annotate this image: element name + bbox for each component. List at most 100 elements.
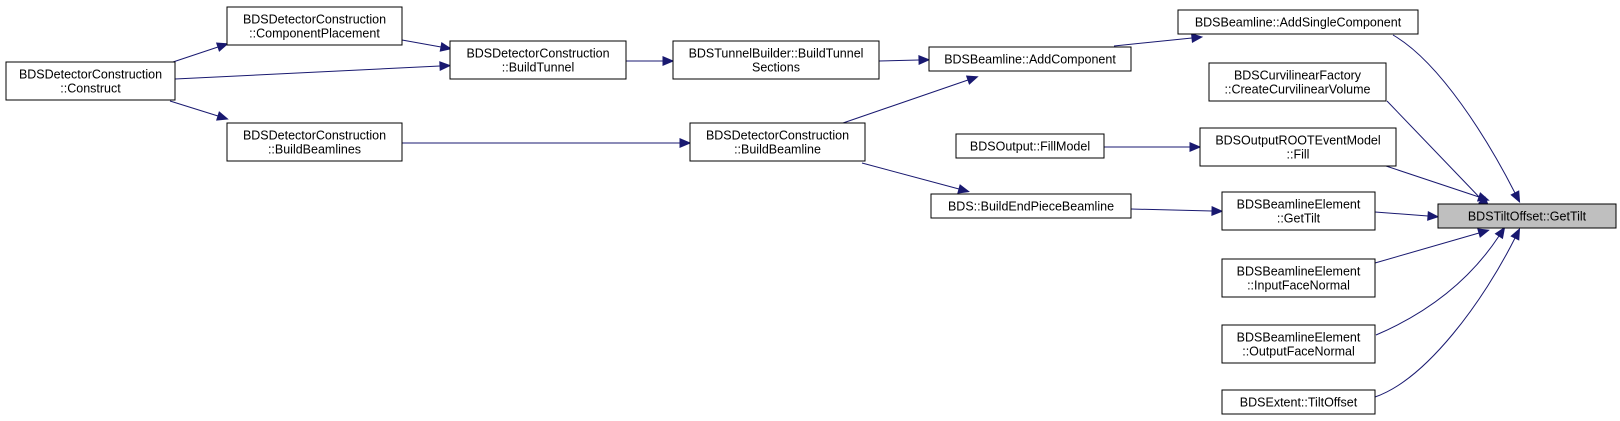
edge-inputface-to-target bbox=[1374, 228, 1490, 264]
node-box bbox=[5, 61, 176, 101]
arrowhead-icon bbox=[662, 56, 675, 66]
edge-construct-to-buildbeamlines bbox=[169, 100, 229, 121]
edge-line bbox=[878, 59, 920, 62]
arrowhead-icon bbox=[215, 42, 229, 52]
arrowhead-icon bbox=[1510, 190, 1521, 204]
node-addcomponent[interactable]: BDSBeamline::AddComponent bbox=[928, 46, 1132, 72]
edge-buildbeamline-to-addcomponent bbox=[842, 75, 979, 124]
node-label: BDS::BuildEndPieceBeamline bbox=[948, 200, 1114, 214]
node-curvilinear[interactable]: BDSCurvilinearFactory::CreateCurvilinear… bbox=[1208, 62, 1387, 102]
node-label: BDSOutputROOTEventModel bbox=[1215, 134, 1380, 148]
edge-buildbeamlines-to-buildbeamline bbox=[402, 138, 692, 148]
edge-buildbeamline-to-endpiece bbox=[861, 162, 970, 194]
arrowhead-icon bbox=[1477, 228, 1490, 238]
edge-construct-to-buildtunnel bbox=[174, 61, 452, 80]
node-box bbox=[928, 46, 1132, 72]
node-box bbox=[672, 40, 880, 80]
edge-line bbox=[1385, 165, 1480, 198]
node-label: BDSTiltOffset::GetTilt bbox=[1468, 210, 1587, 224]
node-addsingle[interactable]: BDSBeamline::AddSingleComponent bbox=[1177, 9, 1419, 35]
node-placement[interactable]: BDSDetectorConstruction::ComponentPlacem… bbox=[226, 6, 403, 46]
arrowhead-icon bbox=[1189, 142, 1202, 152]
edge-line bbox=[401, 39, 442, 48]
edge-eltilt-to-target bbox=[1374, 211, 1440, 221]
arrowhead-icon bbox=[1494, 226, 1506, 240]
node-rootfill[interactable]: BDSOutputROOTEventModel::Fill bbox=[1199, 127, 1397, 167]
edge-rootfill-to-target bbox=[1385, 165, 1490, 202]
arrowhead-icon bbox=[1190, 33, 1204, 43]
node-box bbox=[1177, 9, 1419, 35]
node-label: Sections bbox=[752, 61, 800, 75]
node-box bbox=[226, 6, 403, 46]
edge-tunnelsections-to-addcomponent bbox=[878, 55, 931, 65]
node-label: BDSBeamline::AddSingleComponent bbox=[1195, 16, 1402, 30]
node-box bbox=[226, 122, 403, 162]
edge-endpiece-to-eltilt bbox=[1130, 206, 1224, 216]
edge-addcomponent-to-addsingle bbox=[1113, 33, 1204, 47]
edge-fillmodel-to-rootfill bbox=[1104, 142, 1202, 152]
arrowhead-icon bbox=[216, 111, 229, 121]
node-label: ::GetTilt bbox=[1277, 212, 1321, 226]
node-label: ::OutputFaceNormal bbox=[1242, 345, 1355, 359]
node-label: ::Construct bbox=[60, 82, 121, 96]
edge-outputface-to-target bbox=[1375, 226, 1506, 336]
node-box bbox=[1208, 62, 1387, 102]
node-buildbeamlines[interactable]: BDSDetectorConstruction::BuildBeamlines bbox=[226, 122, 403, 162]
arrowhead-icon bbox=[1427, 211, 1440, 221]
node-label: ::BuildBeamline bbox=[734, 143, 821, 157]
edge-placement-to-buildtunnel bbox=[401, 39, 453, 52]
arrowhead-icon bbox=[1510, 227, 1521, 241]
node-eltilt[interactable]: BDSBeamlineElement::GetTilt bbox=[1221, 191, 1376, 231]
node-label: BDSBeamlineElement bbox=[1237, 265, 1361, 279]
edge-line bbox=[1375, 235, 1500, 336]
node-box bbox=[930, 193, 1132, 219]
node-label: BDSBeamlineElement bbox=[1237, 331, 1361, 345]
node-box bbox=[1221, 191, 1376, 231]
node-label: ::InputFaceNormal bbox=[1247, 279, 1350, 293]
node-box bbox=[449, 40, 627, 80]
node-endpiece[interactable]: BDS::BuildEndPieceBeamline bbox=[930, 193, 1132, 219]
edge-line bbox=[842, 79, 969, 124]
node-box bbox=[1221, 324, 1376, 364]
edge-line bbox=[1392, 34, 1516, 194]
arrowhead-icon bbox=[679, 138, 692, 148]
node-label: BDSDetectorConstruction bbox=[706, 129, 849, 143]
edge-curvilinear-to-target bbox=[1386, 100, 1490, 209]
node-label: ::CreateCurvilinearVolume bbox=[1225, 83, 1371, 97]
edge-line bbox=[1374, 211, 1429, 217]
node-label: ::BuildBeamlines bbox=[268, 143, 361, 157]
node-box bbox=[955, 133, 1105, 159]
node-label: BDSDetectorConstruction bbox=[466, 47, 609, 61]
edge-construct-to-placement bbox=[169, 42, 229, 64]
edge-line bbox=[1130, 208, 1213, 212]
arrowhead-icon bbox=[1211, 206, 1224, 216]
node-buildbeamline[interactable]: BDSDetectorConstruction::BuildBeamline bbox=[689, 122, 866, 162]
node-buildtunnel[interactable]: BDSDetectorConstruction::BuildTunnel bbox=[449, 40, 627, 80]
node-label: BDSDetectorConstruction bbox=[19, 68, 162, 82]
arrowhead-icon bbox=[965, 75, 979, 85]
edge-line bbox=[174, 65, 441, 80]
edge-line bbox=[1386, 100, 1483, 201]
node-label: BDSDetectorConstruction bbox=[243, 13, 386, 27]
node-label: BDSOutput::FillModel bbox=[970, 140, 1090, 154]
edge-line bbox=[169, 100, 219, 117]
node-label: ::ComponentPlacement bbox=[249, 27, 380, 41]
node-box bbox=[1221, 389, 1376, 415]
node-extent[interactable]: BDSExtent::TiltOffset bbox=[1221, 389, 1376, 415]
arrowhead-icon bbox=[439, 61, 452, 71]
node-label: BDSBeamlineElement bbox=[1237, 198, 1361, 212]
node-label: BDSCurvilinearFactory bbox=[1234, 69, 1362, 83]
edge-addsingle-to-target bbox=[1392, 34, 1521, 204]
arrowhead-icon bbox=[1476, 192, 1490, 202]
node-fillmodel[interactable]: BDSOutput::FillModel bbox=[955, 133, 1105, 159]
node-label: BDSBeamline::AddComponent bbox=[944, 53, 1116, 67]
node-outputface[interactable]: BDSBeamlineElement::OutputFaceNormal bbox=[1221, 324, 1376, 364]
node-label: BDSTunnelBuilder::BuildTunnel bbox=[689, 47, 864, 61]
node-box bbox=[1221, 258, 1376, 298]
node-target[interactable]: BDSTiltOffset::GetTilt bbox=[1437, 203, 1617, 229]
node-construct[interactable]: BDSDetectorConstruction::Construct bbox=[5, 61, 176, 101]
arrowhead-icon bbox=[439, 42, 453, 52]
graph-edges bbox=[169, 33, 1521, 398]
node-inputface[interactable]: BDSBeamlineElement::InputFaceNormal bbox=[1221, 258, 1376, 298]
